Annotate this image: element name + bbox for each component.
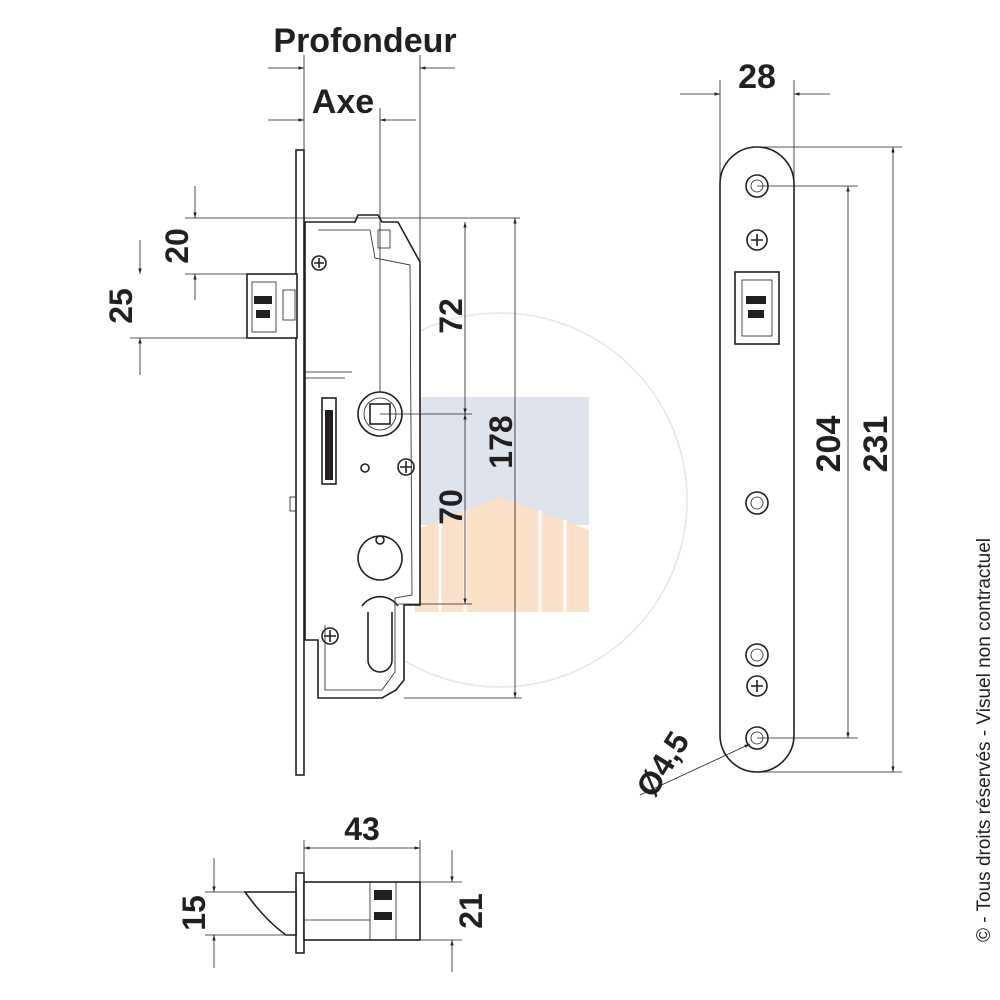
dim-72-label: 72: [433, 298, 469, 334]
dim-28-label: 28: [738, 58, 776, 96]
dim-15-label: 15: [176, 895, 212, 931]
dim-204-label: 204: [810, 416, 848, 473]
copyright-notice: © - Tous droits réservés - Visuel non co…: [974, 538, 995, 942]
top-view-body: [303, 881, 421, 941]
latch-tongue: [243, 891, 297, 936]
latch-bolt: [246, 273, 298, 339]
dim-axe: Axe: [268, 83, 416, 392]
dim-28: 28: [680, 58, 830, 180]
lock-body-view: [246, 149, 421, 776]
diameter-label: Ø4,5: [629, 725, 696, 803]
faceplate-view: [719, 146, 795, 773]
axe-label: Axe: [312, 83, 374, 121]
dim-profondeur: Profondeur: [268, 22, 457, 262]
dim-178-label: 178: [483, 415, 519, 468]
faceplate-edge: [295, 149, 305, 776]
dim-15: 15: [176, 858, 286, 968]
dim-204-231: 204 231: [757, 146, 902, 773]
dim-25-label: 25: [103, 288, 139, 324]
top-view: [243, 872, 421, 954]
dim-20-label: 20: [159, 228, 195, 264]
dim-21: 21: [420, 850, 489, 972]
dim-43: 43: [303, 811, 421, 882]
dim-231-label: 231: [857, 416, 895, 473]
dim-25: 25: [103, 240, 247, 375]
dim-21-label: 21: [453, 893, 489, 929]
profondeur-label: Profondeur: [273, 22, 456, 60]
dim-43-label: 43: [344, 811, 380, 847]
latch-opening: [734, 271, 780, 345]
dim-70-label: 70: [433, 489, 469, 525]
cylinder-cutout: [357, 535, 403, 673]
watermark-logo: [312, 312, 688, 688]
dim-72-70-178: 72 70 178: [380, 218, 522, 699]
dim-20: 20: [159, 186, 520, 300]
